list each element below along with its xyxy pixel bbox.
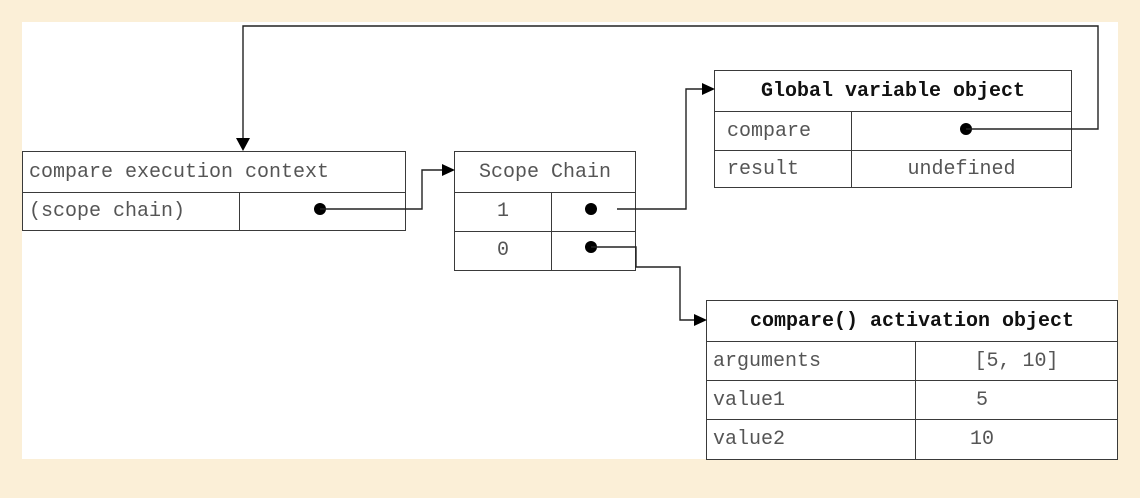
activation-object-box: compare() activation object arguments [5…	[706, 300, 1118, 460]
arrowhead-to-scope-chain	[442, 164, 455, 176]
arrow-global-compare-to-context	[242, 25, 1099, 140]
scope-chain-label: (scope chain)	[29, 199, 186, 223]
activation-row-value1-name: value1	[713, 388, 786, 412]
global-row-result-value: undefined	[907, 157, 1016, 181]
global-row-result-name: result	[727, 157, 800, 181]
arrowhead-to-activation	[694, 314, 707, 326]
activation-row-arguments-value: [5, 10]	[974, 349, 1059, 373]
activation-row-value2-value: 10	[969, 428, 994, 451]
execution-context-title: compare execution context	[29, 160, 330, 184]
execution-context-box: compare execution context (scope chain)	[22, 151, 406, 231]
scope-chain-title: Scope Chain	[478, 160, 612, 184]
activation-object-title: compare() activation object	[749, 309, 1075, 333]
global-object-title: Global variable object	[760, 79, 1026, 103]
global-row-compare-name: compare	[727, 119, 812, 143]
arrow-context-to-scope-chain	[320, 169, 444, 210]
scope-chain-box: Scope Chain 1 0	[454, 151, 636, 271]
arrowhead-to-global	[702, 83, 715, 95]
activation-row-value1-value: 5	[975, 388, 988, 412]
activation-row-value2-name: value2	[713, 428, 786, 451]
arrow-scope-0-to-activation	[591, 246, 696, 321]
scope-index-1-pointer-dot	[585, 203, 597, 215]
arrowhead-to-context	[236, 138, 250, 151]
scope-chain-index-0: 0	[496, 239, 509, 262]
scope-chain-index-1: 1	[496, 199, 509, 223]
activation-row-arguments-name: arguments	[713, 349, 822, 373]
arrow-scope-1-to-global	[617, 88, 704, 210]
